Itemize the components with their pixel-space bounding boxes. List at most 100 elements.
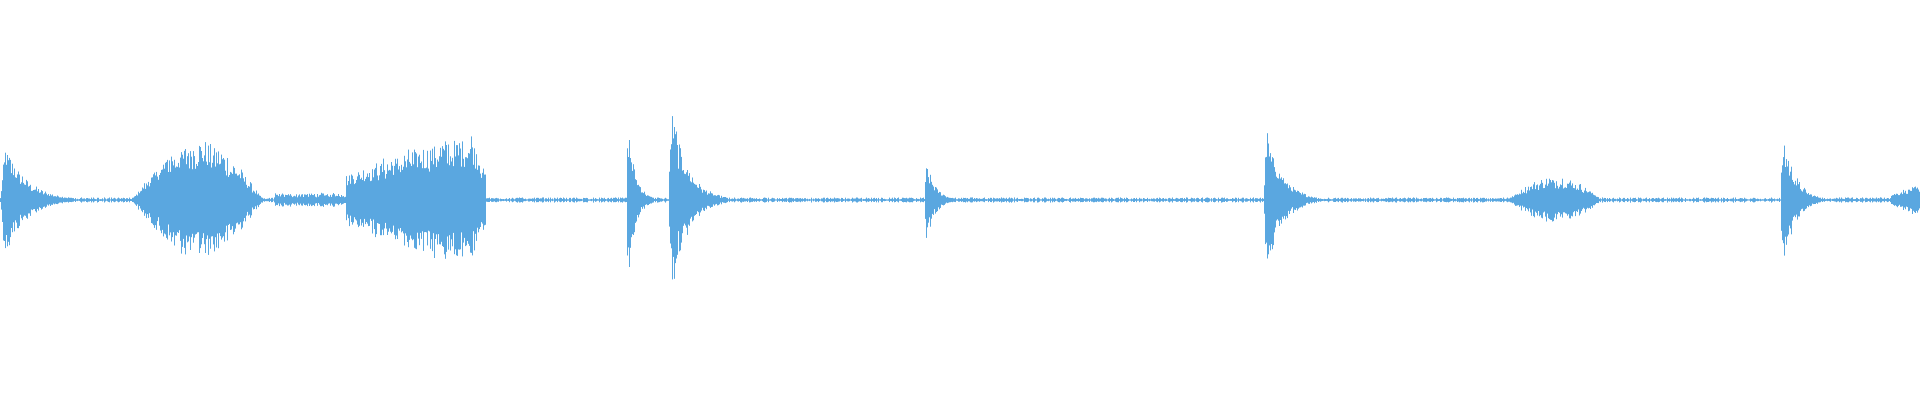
waveform-sample-bar bbox=[2, 180, 3, 222]
waveform-sample-bar bbox=[935, 187, 936, 214]
waveform-sample-bar bbox=[1414, 197, 1415, 203]
waveform-sample-bar bbox=[432, 148, 433, 252]
waveform-sample-bar bbox=[312, 194, 313, 206]
waveform-sample-bar bbox=[48, 194, 49, 206]
waveform-sample-bar bbox=[971, 197, 972, 203]
waveform-sample-bar bbox=[459, 143, 460, 250]
waveform-sample-bar bbox=[1033, 198, 1034, 203]
waveform-sample-bar bbox=[845, 197, 846, 203]
waveform-sample-bar bbox=[433, 164, 434, 234]
waveform-sample-bar bbox=[329, 196, 330, 204]
waveform-sample-bar bbox=[1591, 193, 1592, 207]
waveform-sample-bar bbox=[1849, 198, 1850, 202]
waveform-sample-bar bbox=[641, 192, 642, 207]
waveform-sample-bar bbox=[1627, 198, 1628, 202]
waveform-sample-bar bbox=[153, 174, 154, 226]
waveform-sample-bar bbox=[1693, 197, 1694, 203]
waveform-sample-bar bbox=[1206, 197, 1207, 203]
waveform-sample-bar bbox=[1099, 198, 1100, 202]
waveform-sample-bar bbox=[1318, 198, 1319, 202]
waveform-sample-bar bbox=[1864, 199, 1865, 201]
waveform-sample-bar bbox=[982, 198, 983, 202]
waveform-sample-bar bbox=[141, 190, 142, 211]
waveform-sample-bar bbox=[1469, 197, 1470, 203]
waveform-sample-bar bbox=[73, 198, 74, 202]
waveform-sample-bar bbox=[456, 145, 457, 256]
waveform-sample-bar bbox=[408, 149, 409, 248]
waveform-sample-bar bbox=[1103, 197, 1104, 203]
waveform-sample-bar bbox=[840, 199, 841, 201]
waveform-sample-bar bbox=[1577, 188, 1578, 212]
waveform-sample-bar bbox=[1850, 198, 1851, 202]
waveform-sample-bar bbox=[1574, 188, 1575, 212]
waveform-sample-bar bbox=[125, 199, 126, 201]
waveform-sample-bar bbox=[1016, 198, 1017, 202]
waveform-sample-bar bbox=[1740, 198, 1741, 203]
waveform-sample-bar bbox=[229, 175, 230, 224]
waveform-sample-bar bbox=[298, 195, 299, 205]
waveform-sample-bar bbox=[509, 198, 510, 203]
waveform-sample-bar bbox=[1579, 184, 1580, 216]
waveform-sample-bar bbox=[1583, 192, 1584, 208]
waveform-sample-bar bbox=[1837, 198, 1838, 202]
waveform-sample-bar bbox=[403, 166, 404, 234]
waveform-sample-bar bbox=[502, 199, 503, 201]
waveform-sample-bar bbox=[530, 198, 531, 202]
waveform-sample-bar bbox=[1019, 199, 1020, 201]
waveform-sample-bar bbox=[1518, 194, 1519, 206]
waveform-sample-bar bbox=[1235, 197, 1236, 203]
waveform-sample-bar bbox=[1839, 197, 1840, 203]
waveform-sample-bar bbox=[1519, 193, 1520, 207]
waveform-sample-bar bbox=[1242, 197, 1243, 203]
waveform-sample-bar bbox=[751, 198, 752, 202]
waveform-sample-bar bbox=[199, 145, 200, 253]
waveform-sample-bar bbox=[1138, 199, 1139, 201]
waveform-sample-bar bbox=[720, 197, 721, 203]
waveform-sample-bar bbox=[1062, 197, 1063, 203]
waveform-sample-bar bbox=[893, 199, 894, 201]
waveform-sample-bar bbox=[1055, 198, 1056, 202]
waveform-sample-bar bbox=[113, 198, 114, 202]
waveform-sample-bar bbox=[1661, 198, 1662, 202]
waveform-sample-bar bbox=[44, 193, 45, 207]
waveform-sample-bar bbox=[1813, 196, 1814, 205]
waveform-sample-bar bbox=[241, 169, 242, 230]
waveform-sample-bar bbox=[1539, 185, 1540, 217]
waveform-sample-bar bbox=[1279, 173, 1280, 226]
waveform-sample-bar bbox=[506, 198, 507, 202]
waveform-sample-bar bbox=[519, 197, 520, 203]
waveform-sample-bar bbox=[1171, 198, 1172, 202]
waveform-sample-bar bbox=[1416, 197, 1417, 203]
waveform-sample-bar bbox=[165, 162, 166, 235]
waveform-sample-bar bbox=[1812, 196, 1813, 204]
waveform-sample-bar bbox=[1533, 184, 1534, 217]
waveform-sample-bar bbox=[1618, 199, 1619, 201]
waveform-sample-bar bbox=[728, 199, 729, 201]
waveform-sample-bar bbox=[1863, 198, 1864, 202]
waveform-sample-bar bbox=[138, 191, 139, 210]
waveform-sample-bar bbox=[1482, 197, 1483, 203]
waveform-sample-bar bbox=[1705, 198, 1706, 202]
waveform-sample-bar bbox=[281, 194, 282, 206]
waveform-sample-bar bbox=[381, 163, 382, 236]
waveform-sample-bar bbox=[1386, 198, 1387, 202]
waveform-sample-bar bbox=[1110, 199, 1111, 201]
waveform-sample-bar bbox=[1544, 188, 1545, 212]
waveform-sample-bar bbox=[1725, 199, 1726, 201]
waveform-sample-bar bbox=[1121, 198, 1122, 202]
waveform-sample-bar bbox=[504, 199, 505, 201]
waveform-sample-bar bbox=[542, 197, 543, 203]
waveform-sample-bar bbox=[1353, 198, 1354, 202]
waveform-sample-bar bbox=[122, 198, 123, 202]
waveform-sample-bar bbox=[1136, 197, 1137, 203]
waveform-sample-bar bbox=[1866, 197, 1867, 202]
waveform-sample-bar bbox=[1199, 199, 1200, 202]
waveform-sample-bar bbox=[212, 162, 213, 237]
waveform-sample-bar bbox=[1565, 187, 1566, 214]
waveform-sample-bar bbox=[407, 159, 408, 242]
waveform-sample-bar bbox=[969, 198, 970, 202]
waveform-sample-bar bbox=[1378, 197, 1379, 202]
waveform-sample-bar bbox=[378, 180, 379, 224]
waveform-sample-bar bbox=[1688, 199, 1689, 201]
waveform-sample-bar bbox=[981, 198, 982, 202]
